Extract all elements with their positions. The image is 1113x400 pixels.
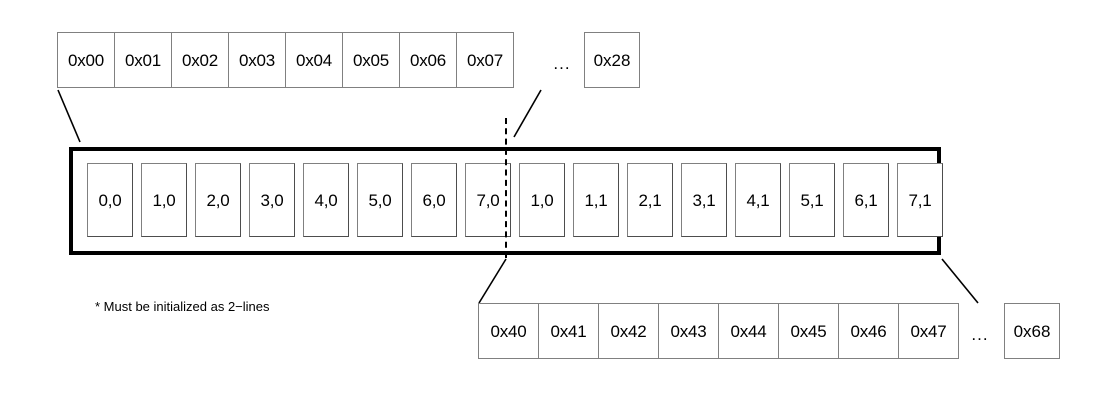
top-address-row: 0x00 0x01 0x02 0x03 0x04 0x05 0x06 0x07 (57, 32, 514, 88)
bottom-address-cell-7[interactable]: 0x47 (898, 303, 959, 359)
bottom-address-cell-4-label: 0x44 (730, 321, 767, 341)
buffer-cell-6-label: 6,0 (422, 190, 446, 210)
bottom-row-ellipsis-label: ... (971, 325, 989, 344)
bottom-address-cell-1[interactable]: 0x41 (538, 303, 599, 359)
buffer-cell-4-label: 4,0 (314, 190, 338, 210)
top-address-tail-label: 0x28 (593, 50, 631, 70)
buffer-cell-1[interactable]: 1,0 (141, 163, 187, 237)
bottom-address-cell-4[interactable]: 0x44 (718, 303, 779, 359)
buffer-cell-15-label: 7,1 (908, 190, 932, 210)
buffer-cell-14-label: 6,1 (854, 190, 878, 210)
top-address-cell-7[interactable]: 0x07 (456, 32, 514, 88)
top-address-cell-5-label: 0x05 (352, 50, 390, 70)
buffer-cell-10[interactable]: 2,1 (627, 163, 673, 237)
top-row-ellipsis-label: ... (553, 54, 571, 73)
bottom-row-ellipsis: ... (964, 303, 996, 359)
buffer-cell-11-label: 3,1 (692, 190, 716, 210)
bottom-address-cell-2[interactable]: 0x42 (598, 303, 659, 359)
top-address-cell-2-label: 0x02 (181, 50, 219, 70)
bottom-address-tail-label: 0x68 (1013, 321, 1051, 341)
top-address-cell-1-label: 0x01 (124, 50, 162, 70)
top-address-cell-3-label: 0x03 (238, 50, 276, 70)
buffer-cell-2-label: 2,0 (206, 190, 230, 210)
buffer-cell-13[interactable]: 5,1 (789, 163, 835, 237)
top-address-cell-5[interactable]: 0x05 (342, 32, 400, 88)
buffer-cell-14[interactable]: 6,1 (843, 163, 889, 237)
leader-line-bottom-right (941, 258, 979, 304)
top-address-cell-0[interactable]: 0x00 (57, 32, 115, 88)
buffer-cell-7[interactable]: 7,0 (465, 163, 511, 237)
footnote-text: * Must be initialized as 2−lines (95, 299, 270, 314)
buffer-cell-6[interactable]: 6,0 (411, 163, 457, 237)
leader-line-top-right (513, 89, 542, 138)
bottom-address-row: 0x40 0x41 0x42 0x43 0x44 0x45 0x46 0x47 (478, 303, 959, 359)
buffer-cell-15[interactable]: 7,1 (897, 163, 943, 237)
buffer-cell-3-label: 3,0 (260, 190, 284, 210)
top-address-cell-4[interactable]: 0x04 (285, 32, 343, 88)
buffer-cell-8[interactable]: 1,0 (519, 163, 565, 237)
buffer-cell-1-label: 1,0 (152, 190, 176, 210)
buffer-cell-13-label: 5,1 (800, 190, 824, 210)
bottom-address-cell-1-label: 0x41 (550, 321, 587, 341)
bottom-address-cell-0[interactable]: 0x40 (478, 303, 539, 359)
bottom-address-cell-6-label: 0x46 (850, 321, 887, 341)
buffer-cell-group: 0,0 1,0 2,0 3,0 4,0 5,0 6,0 7,0 1,0 1,1 … (73, 151, 943, 251)
buffer-cell-3[interactable]: 3,0 (249, 163, 295, 237)
buffer-cell-10-label: 2,1 (638, 190, 662, 210)
bottom-address-cell-3[interactable]: 0x43 (658, 303, 719, 359)
buffer-cell-0[interactable]: 0,0 (87, 163, 133, 237)
buffer-cell-5-label: 5,0 (368, 190, 392, 210)
top-address-cell-7-label: 0x07 (466, 50, 504, 70)
bottom-address-cell-7-label: 0x47 (910, 321, 947, 341)
bottom-address-cell-6[interactable]: 0x46 (838, 303, 899, 359)
top-address-cell-4-label: 0x04 (295, 50, 333, 70)
leader-line-bottom-left (478, 258, 507, 304)
buffer-cell-0-label: 0,0 (98, 190, 122, 210)
top-address-cell-3[interactable]: 0x03 (228, 32, 286, 88)
bottom-address-cell-2-label: 0x42 (610, 321, 647, 341)
top-row-ellipsis: ... (546, 32, 578, 88)
buffer-cell-9-label: 1,1 (584, 190, 608, 210)
top-address-cell-6[interactable]: 0x06 (399, 32, 457, 88)
buffer-cell-12-label: 4,1 (746, 190, 770, 210)
buffer-cell-11[interactable]: 3,1 (681, 163, 727, 237)
line-split-divider (505, 118, 507, 258)
bottom-address-cell-5[interactable]: 0x45 (778, 303, 839, 359)
top-address-cell-1[interactable]: 0x01 (114, 32, 172, 88)
top-address-cell-6-label: 0x06 (409, 50, 447, 70)
buffer-cell-5[interactable]: 5,0 (357, 163, 403, 237)
buffer-cell-7-label: 7,0 (476, 190, 500, 210)
buffer-cell-8-label: 1,0 (530, 190, 554, 210)
leader-line-top-left (57, 89, 81, 143)
top-address-cell-0-label: 0x00 (67, 50, 105, 70)
top-address-tail-cell[interactable]: 0x28 (584, 32, 640, 88)
buffer-cell-12[interactable]: 4,1 (735, 163, 781, 237)
buffer-cell-4[interactable]: 4,0 (303, 163, 349, 237)
bottom-address-cell-3-label: 0x43 (670, 321, 707, 341)
buffer-cell-2[interactable]: 2,0 (195, 163, 241, 237)
bottom-address-cell-0-label: 0x40 (490, 321, 527, 341)
top-address-cell-2[interactable]: 0x02 (171, 32, 229, 88)
buffer-cell-9[interactable]: 1,1 (573, 163, 619, 237)
bottom-address-cell-5-label: 0x45 (790, 321, 827, 341)
bottom-address-tail-cell[interactable]: 0x68 (1004, 303, 1060, 359)
